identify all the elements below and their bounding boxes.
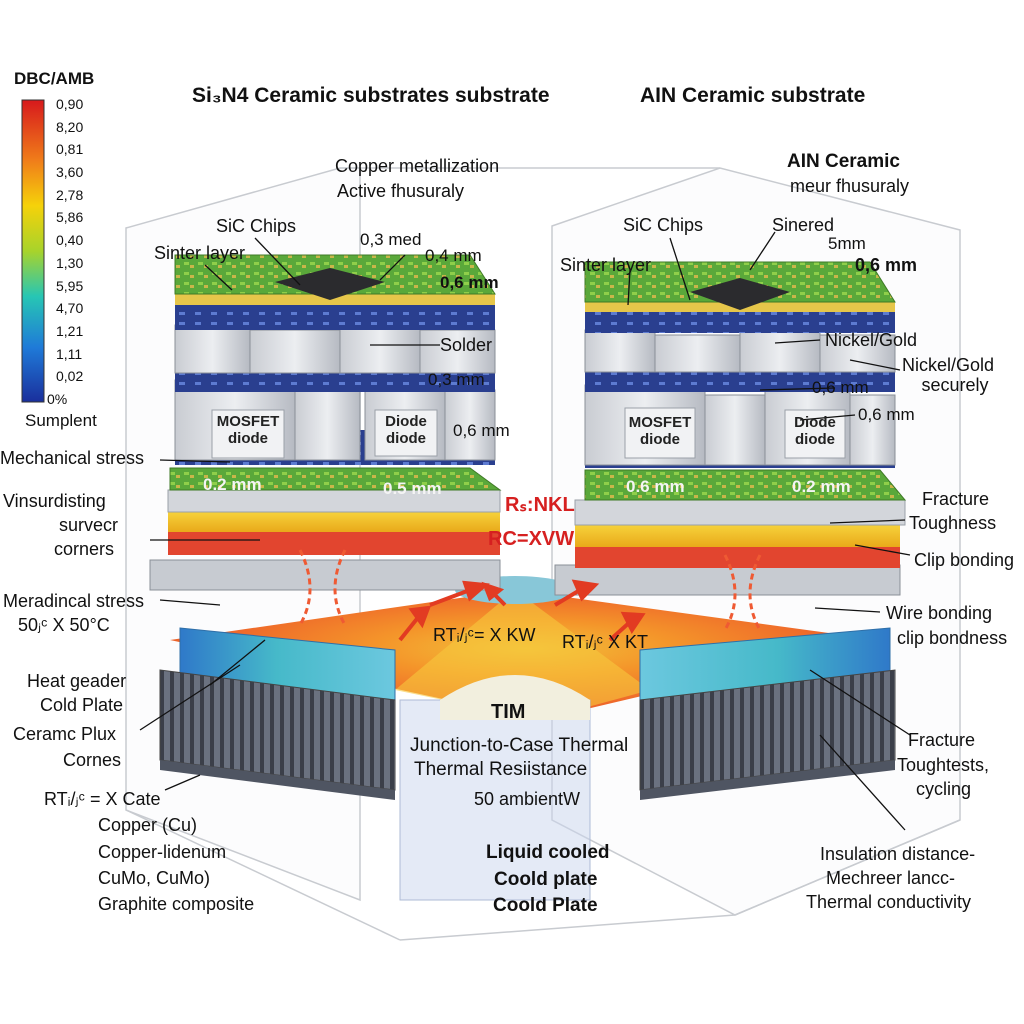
vinsurdisting-label-3: corners xyxy=(54,539,115,559)
colorbar-tick: 0,90 xyxy=(56,96,84,112)
colorbar-tick: 3,60 xyxy=(56,164,84,181)
colorbar-tick: 0% xyxy=(47,391,68,407)
right-dim-02: 0.2 mm xyxy=(792,477,851,496)
left-sinter-layer-label: Sinter layer xyxy=(154,243,246,263)
insulation-label-3: Thermal conductivity xyxy=(806,892,972,912)
liquid-cooled-label-2: Coold plate xyxy=(494,869,598,890)
insulation-label-2: Mechreer lancc- xyxy=(826,868,956,888)
vinsurdisting-label-1: Vinsurdisting xyxy=(3,491,106,511)
left-sic-chips-label: SiC Chips xyxy=(216,216,297,236)
right-top-label-2: meur fhusuraly xyxy=(790,176,910,196)
right-dim-06c: 0,6 mm xyxy=(858,405,915,424)
fracture2-label-2: Toughtests, xyxy=(897,755,990,775)
chip-label-plates xyxy=(211,407,846,459)
right-dim-06a: 0,6 mm xyxy=(855,255,918,275)
colorbar-tick: 2,78 xyxy=(56,186,84,203)
ceramic-flux-label-2: Cornes xyxy=(63,750,122,770)
colorbar-tick: 5,86 xyxy=(56,209,84,226)
mechanical-stress-label: Mechanical stress xyxy=(0,448,145,468)
copper-metallization-label: Copper metallization xyxy=(335,156,500,176)
liquid-cooled-label-1: Liquid cooled xyxy=(486,842,610,863)
left-dim-03: 0,3 mm xyxy=(428,370,485,389)
colorbar-tick: 0,40 xyxy=(56,232,84,249)
colorbar-tick: 5,95 xyxy=(56,277,84,294)
fracture-label-1: Fracture xyxy=(922,489,990,509)
fracture2-label-3: cycling xyxy=(916,779,972,799)
right-stack xyxy=(554,261,907,596)
wire-bonding-label-2: clip bondness xyxy=(897,628,1008,648)
heat-flow-arrows xyxy=(398,579,646,642)
fracture2-label-1: Fracture xyxy=(908,730,976,750)
stress-arrows xyxy=(298,549,762,631)
copper-lidenum-label: Copper-lidenum xyxy=(98,842,227,862)
junction-to-case-label-2: Thermal Resiistance xyxy=(414,759,588,780)
ceramic-flux-label-1: Ceramc Plux xyxy=(13,724,117,744)
junction-to-case-label-1: Junction-to-Case Thermal xyxy=(410,735,629,756)
right-nickel-gold-1: Nickel/Gold xyxy=(825,330,918,350)
wire-bonding-label-1: Wire bonding xyxy=(886,603,993,623)
meradincal-stress-label: Meradincal stress xyxy=(3,591,145,611)
colorbar-tick: 1,30 xyxy=(56,254,84,271)
colorbar-tick: 0,81 xyxy=(56,141,84,158)
colorbar-title: DBC/AMB xyxy=(14,69,95,88)
left-dim-02: 0.2 mm xyxy=(203,475,262,494)
liquid-cooled-label-3: Coold Plate xyxy=(493,895,598,916)
colorbar-tick: 0,02 xyxy=(56,368,84,385)
colorbar-tick: 1,11 xyxy=(56,345,83,362)
rs-nkl-label: Rₛ:NKL xyxy=(505,494,575,516)
center-heat-spreader xyxy=(170,576,880,901)
left-dim-06b: 0,6 mm xyxy=(453,421,510,440)
rc-xvw-label: RC=XVW xyxy=(488,528,575,550)
vinsurdisting-label-2: survecr xyxy=(59,515,119,535)
colorbar-tick: 1,21 xyxy=(56,322,84,339)
left-dim-04: 0,4 mm xyxy=(425,246,482,265)
left-dim-03med: 0,3 med xyxy=(360,230,422,249)
left-stack-title: Si₃N4 Ceramic substrates substrate xyxy=(192,84,550,107)
meradincal-temp-label: 50ⱼᶜ X 50°C xyxy=(18,615,110,635)
left-cold-plate xyxy=(159,627,396,800)
colorbar-tick: 8,20 xyxy=(56,118,84,135)
rt-cate-label: RTᵢ/ⱼᶜ = X Cate xyxy=(44,789,161,809)
active-layer-label: Active fhusuraly xyxy=(337,181,465,201)
right-sinered-label: Sinered xyxy=(772,215,835,235)
right-dim-06b: 0,6 mm xyxy=(812,378,869,397)
rt-kt-label: RTᵢ/ⱼᶜ X KT xyxy=(562,632,649,652)
heat-spreader-label-2: Cold Plate xyxy=(40,695,124,715)
rt-kw-label: RTᵢ/ⱼᶜ= X KW xyxy=(433,625,536,645)
leader-lines xyxy=(139,231,911,831)
right-top-label-1: AIN Ceramic xyxy=(787,151,900,172)
colorbar-caption: Sumplent xyxy=(25,411,97,430)
copper-label: Copper (Cu) xyxy=(98,815,198,835)
graphite-label: Graphite composite xyxy=(98,894,255,914)
left-dim-06a: 0,6 mm xyxy=(440,273,499,292)
heat-spreader-label-1: Heat geader xyxy=(27,671,127,691)
clip-bonding-label: Clip bonding xyxy=(914,550,1015,570)
right-dim-5: 5mm xyxy=(828,234,866,253)
fracture-label-2: Toughness xyxy=(909,513,997,533)
left-solder-label: Solder xyxy=(440,335,493,355)
right-dim-06d: 0.6 mm xyxy=(626,477,685,496)
right-cold-plate xyxy=(639,627,896,800)
right-sic-chips-label: SiC Chips xyxy=(623,215,704,235)
colorbar-gradient xyxy=(21,99,45,403)
right-sinter-layer-label: Sinter layer xyxy=(560,255,652,275)
right-stack-title: AIN Ceramic substrate xyxy=(640,84,866,107)
colorbar-tick: 4,70 xyxy=(56,300,84,317)
ambient-label: 50 ambientW xyxy=(474,789,581,809)
insulation-label-1: Insulation distance- xyxy=(820,844,976,864)
cumo-label: CuMo, CuMo) xyxy=(98,868,211,888)
left-dim-05: 0.5 mm xyxy=(383,479,442,498)
tim-label: TIM xyxy=(491,701,526,723)
left-stack xyxy=(149,254,502,591)
